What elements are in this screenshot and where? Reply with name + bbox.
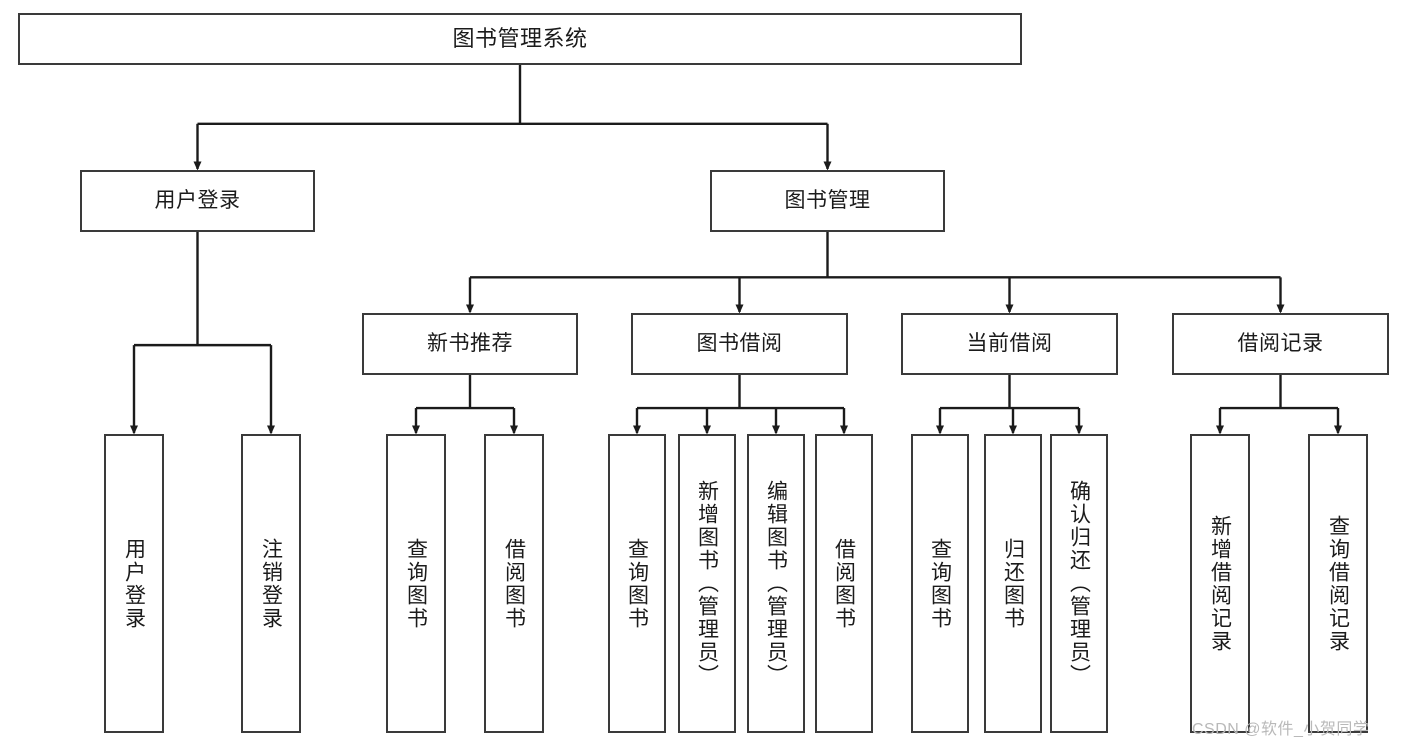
watermark-label: CSDN @软件_小贺同学	[1192, 721, 1370, 738]
node-borrow-records[interactable]: 借阅记录	[1172, 313, 1389, 375]
node-label-leaf-query-book-2: 查询图书	[625, 537, 649, 630]
node-book-manage[interactable]: 图书管理	[710, 170, 945, 232]
node-label-leaf-return-book: 归还图书	[1001, 537, 1025, 630]
node-leaf-borrow-book-1[interactable]: 借阅图书	[484, 434, 544, 733]
node-label-leaf-user-logout: 注销登录	[259, 537, 283, 630]
node-new-book-recommend[interactable]: 新书推荐	[362, 313, 578, 375]
node-label-borrow-records: 借阅记录	[1237, 331, 1324, 355]
node-leaf-borrow-book-2[interactable]: 借阅图书	[815, 434, 873, 733]
node-label-book-manage: 图书管理	[784, 188, 871, 212]
node-leaf-user-logout[interactable]: 注销登录	[241, 434, 301, 733]
node-label-leaf-query-book-3: 查询图书	[928, 537, 952, 630]
node-user-login[interactable]: 用户登录	[80, 170, 315, 232]
node-leaf-query-book-1[interactable]: 查询图书	[386, 434, 446, 733]
node-label-leaf-query-book-1: 查询图书	[404, 537, 428, 630]
node-label-leaf-borrow-book-1: 借阅图书	[502, 537, 526, 630]
node-label-root: 图书管理系统	[452, 26, 588, 52]
node-label-leaf-edit-book: 编辑图书（管理员）	[764, 480, 788, 687]
node-label-user-login: 用户登录	[154, 188, 241, 212]
node-root[interactable]: 图书管理系统	[18, 13, 1022, 65]
node-label-leaf-add-book: 新增图书（管理员）	[695, 480, 719, 687]
node-leaf-query-book-3[interactable]: 查询图书	[911, 434, 969, 733]
node-label-leaf-confirm-return: 确认归还（管理员）	[1067, 480, 1091, 687]
node-leaf-return-book[interactable]: 归还图书	[984, 434, 1042, 733]
node-leaf-edit-book[interactable]: 编辑图书（管理员）	[747, 434, 805, 733]
node-label-leaf-borrow-book-2: 借阅图书	[832, 537, 856, 630]
node-label-leaf-add-record: 新增借阅记录	[1208, 514, 1232, 653]
node-label-book-borrow: 图书借阅	[696, 331, 783, 355]
node-label-new-book-recommend: 新书推荐	[427, 331, 513, 355]
node-current-borrow[interactable]: 当前借阅	[901, 313, 1118, 375]
node-leaf-add-record[interactable]: 新增借阅记录	[1190, 434, 1250, 733]
node-label-leaf-user-login: 用户登录	[122, 537, 146, 630]
node-leaf-confirm-return[interactable]: 确认归还（管理员）	[1050, 434, 1108, 733]
node-label-leaf-query-record: 查询借阅记录	[1326, 514, 1350, 653]
node-leaf-user-login[interactable]: 用户登录	[104, 434, 164, 733]
node-leaf-query-record[interactable]: 查询借阅记录	[1308, 434, 1368, 733]
node-book-borrow[interactable]: 图书借阅	[631, 313, 848, 375]
node-leaf-add-book[interactable]: 新增图书（管理员）	[678, 434, 736, 733]
node-leaf-query-book-2[interactable]: 查询图书	[608, 434, 666, 733]
node-label-current-borrow: 当前借阅	[966, 331, 1053, 355]
